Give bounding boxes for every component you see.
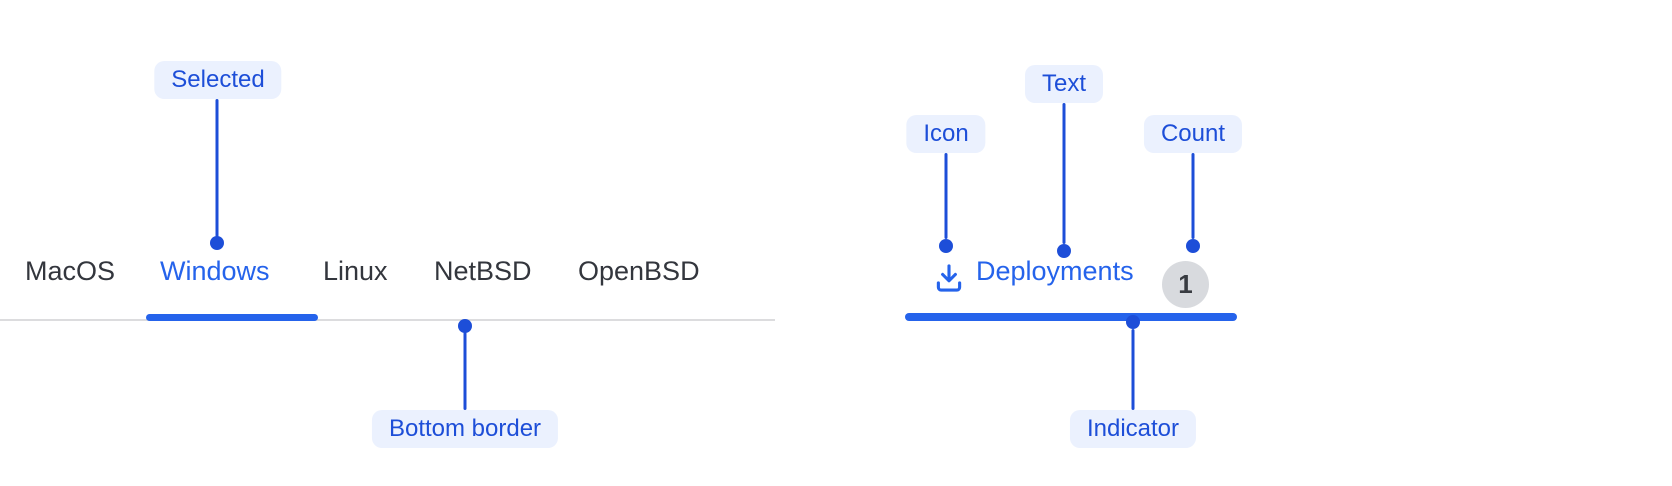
count-annotation-dot [1186,239,1200,253]
selected-annotation-label: Selected [154,61,282,99]
text-annotation-line [1062,103,1066,244]
selected-annotation-line [215,99,219,237]
indicator-annotation-dot [1126,315,1140,329]
tab-deployments[interactable]: Deployments [976,256,1134,286]
text-annotation-label: Text [1024,65,1104,103]
tabs-bottom-border [0,319,775,321]
tab-netbsd[interactable]: NetBSD [434,256,532,286]
count-badge: 1 [1162,261,1209,308]
icon-annotation-dot [939,239,953,253]
bottom-border-annotation-label: Bottom border [371,410,559,448]
bottom-border-annotation-dot [458,319,472,333]
indicator-annotation-line [1131,329,1135,410]
tab-macos[interactable]: MacOS [25,256,116,286]
tab-windows-selected-underline [146,314,318,321]
tab-deployments-indicator [905,313,1237,321]
icon-annotation-line [944,153,948,239]
tab-openbsd[interactable]: OpenBSD [578,256,700,286]
selected-annotation-dot [210,236,224,250]
tab-windows[interactable]: Windows [160,256,270,286]
bottom-border-annotation-line [463,332,467,410]
text-annotation-dot [1057,244,1071,258]
download-icon [932,261,966,295]
tab-linux[interactable]: Linux [323,256,388,286]
count-annotation-label: Count [1143,115,1243,153]
icon-annotation-label: Icon [906,115,986,153]
indicator-annotation-label: Indicator [1069,410,1197,448]
count-annotation-line [1191,153,1195,239]
